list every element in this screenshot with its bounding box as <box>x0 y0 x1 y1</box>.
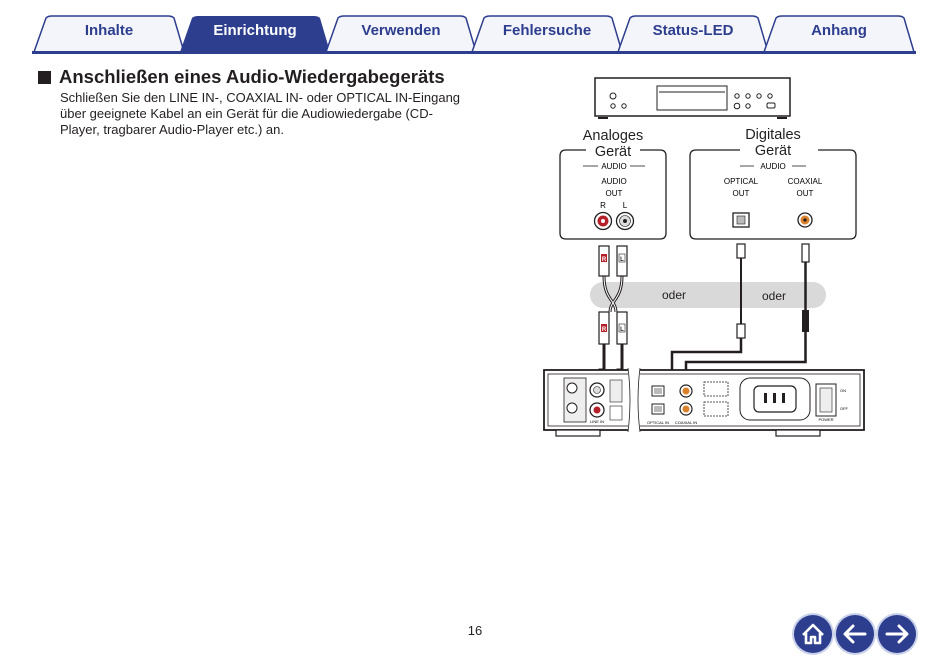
receiver-rear-panel: LINE IN OPTICAL IN COAXIAL IN ON OFF POW… <box>543 366 865 437</box>
tab-baseline <box>32 51 916 54</box>
rca-cable: R L R L <box>598 245 628 408</box>
optical-out-label: OPTICAL <box>724 177 759 186</box>
tab-status-led[interactable]: Status-LED <box>652 22 734 39</box>
analog-device-title: Analoges <box>583 128 643 144</box>
body-line: Schließen Sie den LINE IN-, COAXIAL IN- … <box>60 90 461 105</box>
tab-shape-anhang <box>762 15 916 53</box>
home-button[interactable] <box>794 615 832 653</box>
coaxial-out-label: COAXIAL <box>788 177 823 186</box>
analog-out-label: OUT <box>606 189 623 198</box>
digital-device-panel: AUDIO OPTICAL OUT COAXIAL OUT <box>689 149 857 240</box>
tab-anhang[interactable]: Anhang <box>811 22 867 39</box>
tab-fehlersuche[interactable]: Fehlersuche <box>502 22 592 39</box>
tab-verwenden[interactable]: Verwenden <box>361 22 441 39</box>
optical-out-label: OUT <box>733 189 750 198</box>
section-heading: Anschließen eines Audio-Wiedergabegeräts <box>38 66 445 88</box>
digital-device-title: Gerät <box>755 143 791 159</box>
or-label-right: oder <box>762 289 786 303</box>
body-line: Player, tragbarer Audio-Player etc.) an. <box>60 122 285 137</box>
power-off-label: OFF <box>840 406 849 411</box>
arrow-right-icon <box>885 624 909 644</box>
tab-inhalte[interactable]: Inhalte <box>84 22 134 39</box>
tab-shape-einrichtung <box>180 16 330 52</box>
arrow-left-icon <box>843 624 867 644</box>
page-number: 16 <box>467 623 483 638</box>
line-in-label: LINE IN <box>590 419 604 424</box>
back-button[interactable] <box>836 615 874 653</box>
channel-l-label: L <box>623 201 628 210</box>
analog-audio-group-label: AUDIO <box>601 162 626 171</box>
tab-shapes <box>32 15 916 54</box>
coaxial-in-label: COAXIAL IN <box>675 420 697 425</box>
analog-out-label: AUDIO <box>601 177 626 186</box>
tab-shape-inhalte <box>32 15 186 53</box>
body-line: über geeignete Kabel an ein Gerät für di… <box>60 106 433 121</box>
tab-einrichtung[interactable]: Einrichtung <box>213 22 297 39</box>
digital-audio-group-label: AUDIO <box>760 162 785 171</box>
cd-player-illustration <box>594 77 791 119</box>
plug-l-label: L <box>620 257 624 263</box>
power-label: POWER <box>818 417 833 422</box>
plug-l-label: L <box>620 327 624 333</box>
coaxial-out-label: OUT <box>797 189 814 198</box>
analog-device-panel: AUDIO AUDIO OUT R L <box>559 149 667 240</box>
section-title: Anschließen eines Audio-Wiedergabegeräts <box>59 66 445 87</box>
analog-device-title: Gerät <box>595 144 631 160</box>
or-label-left: oder <box>662 288 686 302</box>
plug-r-label: R <box>602 327 607 333</box>
power-on-label: ON <box>840 388 846 393</box>
plug-r-label: R <box>602 257 607 263</box>
tab-shape-fehlersuche <box>470 15 624 53</box>
tab-bar: Inhalte Einrichtung Verwenden Fehlersuch… <box>0 0 950 56</box>
tab-shape-verwenden <box>324 15 478 53</box>
heading-bullet-icon <box>38 70 51 84</box>
optical-in-label: OPTICAL IN <box>647 420 669 425</box>
connection-diagram: Analoges Gerät Digitales Gerät AUDIO AUD… <box>543 77 865 437</box>
channel-r-label: R <box>600 201 606 210</box>
forward-button[interactable] <box>878 615 916 653</box>
tab-shape-status-led <box>616 15 770 53</box>
optical-cable <box>670 243 746 388</box>
section-body: Schließen Sie den LINE IN-, COAXIAL IN- … <box>60 90 480 138</box>
or-band <box>590 282 826 308</box>
home-icon <box>802 623 824 645</box>
digital-device-title: Digitales <box>745 127 801 143</box>
